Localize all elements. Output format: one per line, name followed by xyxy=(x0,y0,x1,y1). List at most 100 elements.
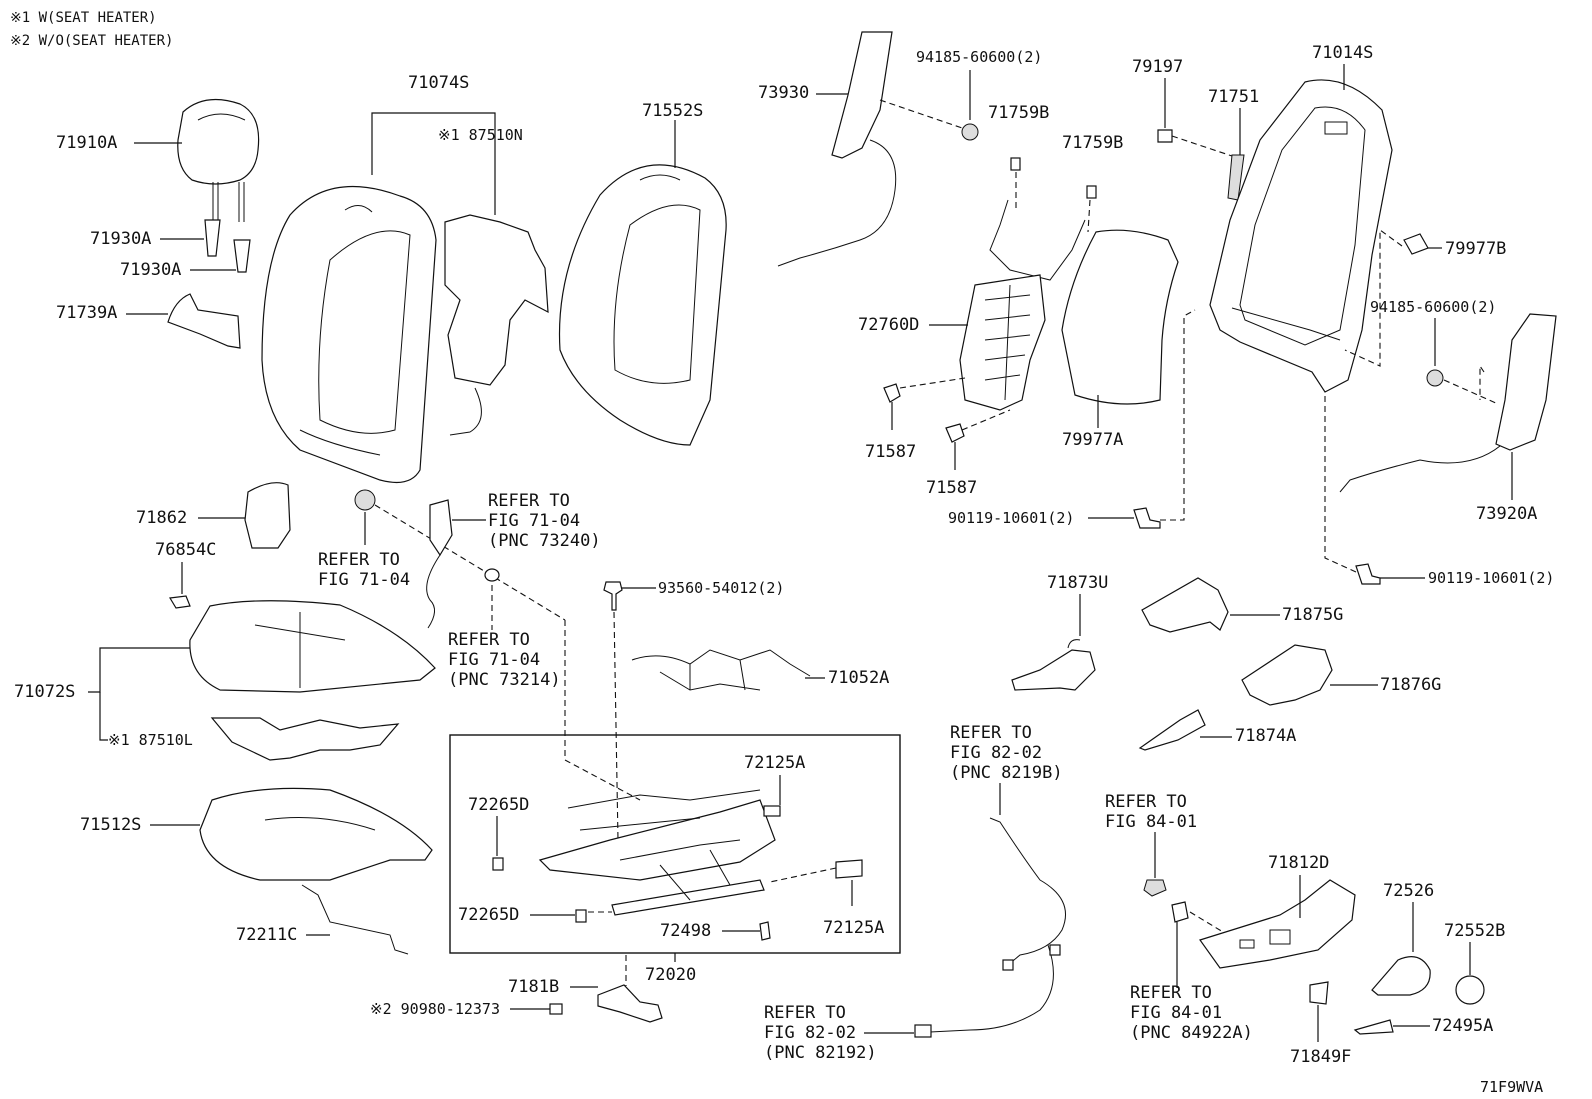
label-79977A: 79977A xyxy=(1062,430,1123,450)
label-71873U: 71873U xyxy=(1047,573,1108,593)
seat-back-pad-drawing xyxy=(1061,229,1179,405)
label-72552B: 72552B xyxy=(1444,921,1505,941)
cushion-heater-drawing xyxy=(210,717,400,761)
label-71759B-1: 71759B xyxy=(988,103,1049,123)
cushion-side-cover-drawing xyxy=(244,482,291,549)
label-87510L: ※1 87510L xyxy=(108,731,193,749)
seat-cushion-pad-drawing xyxy=(199,787,433,881)
label-87510N: ※1 87510N xyxy=(438,126,523,144)
refer-fig-82-02-pnc8219B-line3: (PNC 8219B) xyxy=(950,763,1063,783)
refer-fig-84-01-line2: FIG 84-01 xyxy=(1105,812,1197,832)
refer-fig-82-02-pnc82192-line1: REFER TO xyxy=(764,1003,846,1023)
label-71014S: 71014S xyxy=(1312,43,1373,63)
label-73930: 73930 xyxy=(758,83,809,103)
headrest-support-drawing xyxy=(204,219,251,273)
label-93560-54012: 93560-54012(2) xyxy=(658,579,784,597)
label-71875G: 71875G xyxy=(1282,605,1343,625)
seat-back-cover-2-drawing xyxy=(558,164,727,446)
label-71930A-2: 71930A xyxy=(120,260,181,280)
label-90980-12373: ※2 90980-12373 xyxy=(370,1000,500,1018)
shield-cover-drawing xyxy=(1138,709,1206,751)
label-71751: 71751 xyxy=(1208,87,1259,107)
refer-fig-71-04-pnc73214-line1: REFER TO xyxy=(448,630,530,650)
label-71910A: 71910A xyxy=(56,133,117,153)
cover-strip-drawing xyxy=(1353,1019,1394,1035)
refer-fig-71-04-line2: FIG 71-04 xyxy=(318,570,410,590)
label-71074S: 71074S xyxy=(408,73,469,93)
label-72495A: 72495A xyxy=(1432,1016,1493,1036)
seat-back-cover-drawing xyxy=(261,185,437,483)
label-90119-10601-1: 90119-10601(2) xyxy=(948,509,1074,527)
label-94185-60600-2: 94185-60600(2) xyxy=(1370,298,1496,316)
label-90119-10601-2: 90119-10601(2) xyxy=(1428,569,1554,587)
seat-wire-drawing xyxy=(301,884,409,955)
refer-fig-84-01-pnc84922A-line3: (PNC 84922A) xyxy=(1130,1023,1253,1043)
headrest-guide-drawing xyxy=(167,293,241,349)
label-94185-60600-1: 94185-60600(2) xyxy=(916,48,1042,66)
refer-fig-84-01-pnc84922A-line1: REFER TO xyxy=(1130,983,1212,1003)
refer-fig-82-02-pnc8219B-line1: REFER TO xyxy=(950,723,1032,743)
label-71849F: 71849F xyxy=(1290,1047,1351,1067)
refer-fig-84-01-line1: REFER TO xyxy=(1105,792,1187,812)
label-72020: 72020 xyxy=(645,965,696,985)
label-72526: 72526 xyxy=(1383,881,1434,901)
seat-trim-cover-drawing xyxy=(1011,639,1096,691)
bracket-cover-drawing xyxy=(1309,981,1329,1005)
label-72265D-1: 72265D xyxy=(468,795,529,815)
seat-bracket-drawing xyxy=(597,984,663,1023)
belt-buckle-drawing xyxy=(426,499,453,629)
refer-fig-71-04-pnc73240-line2: FIG 71-04 xyxy=(488,511,580,531)
refer-fig-82-02-pnc82192-line3: (PNC 82192) xyxy=(764,1043,877,1063)
refer-fig-71-04-pnc73214-line3: (PNC 73214) xyxy=(448,670,561,690)
label-71052A: 71052A xyxy=(828,668,889,688)
refer-fig-71-04-line1: REFER TO xyxy=(318,550,400,570)
label-71512S: 71512S xyxy=(80,815,141,835)
label-79977B: 79977B xyxy=(1445,239,1506,259)
label-71874A: 71874A xyxy=(1235,726,1296,746)
refer-fig-82-02-pnc8219B-line2: FIG 82-02 xyxy=(950,743,1042,763)
label-73920A: 73920A xyxy=(1476,504,1537,524)
side-airbag-drawing xyxy=(777,31,897,267)
label-71759B-2: 71759B xyxy=(1062,133,1123,153)
recliner-knob-drawing xyxy=(1371,956,1431,996)
knob-cap-drawing xyxy=(1455,975,1485,1005)
label-72211C: 72211C xyxy=(236,925,297,945)
seat-back-heater-drawing xyxy=(444,214,549,436)
label-71552S: 71552S xyxy=(642,101,703,121)
wire-harness-drawing xyxy=(631,649,811,691)
label-72760D: 72760D xyxy=(858,315,919,335)
label-71739A: 71739A xyxy=(56,303,117,323)
label-72125A-2: 72125A xyxy=(823,918,884,938)
refer-fig-82-02-pnc82192-line2: FIG 82-02 xyxy=(764,1023,856,1043)
seat-track-drawing xyxy=(538,789,776,916)
side-airbag-2-drawing xyxy=(1339,313,1557,493)
figure-code: 71F9WVA xyxy=(1480,1078,1543,1096)
label-79197: 79197 xyxy=(1132,57,1183,77)
label-72125A-1: 72125A xyxy=(744,753,805,773)
refer-fig-71-04-pnc73214-line2: FIG 71-04 xyxy=(448,650,540,670)
cushion-shield-inner-drawing xyxy=(1241,644,1333,706)
seat-cushion-cover-drawing xyxy=(189,600,436,693)
note-without-seat-heater: ※2 W/O(SEAT HEATER) xyxy=(10,33,173,49)
seat-side-shield-drawing xyxy=(1199,879,1356,969)
label-72265D-2: 72265D xyxy=(458,905,519,925)
label-71930A-1: 71930A xyxy=(90,229,151,249)
label-71862: 71862 xyxy=(136,508,187,528)
label-7181B: 7181B xyxy=(508,977,559,997)
refer-fig-84-01-pnc84922A-line2: FIG 84-01 xyxy=(1130,1003,1222,1023)
label-76854C: 76854C xyxy=(155,540,216,560)
label-71812D: 71812D xyxy=(1268,853,1329,873)
headrest-drawing xyxy=(177,98,260,222)
label-71072S: 71072S xyxy=(14,682,75,702)
label-71587-2: 71587 xyxy=(926,478,977,498)
seat-back-spring-drawing xyxy=(959,199,1086,411)
cushion-shield-drawing xyxy=(1141,577,1229,633)
seat-back-frame-drawing xyxy=(1209,79,1393,393)
refer-fig-71-04-pnc73240-line3: (PNC 73240) xyxy=(488,531,601,551)
label-71587-1: 71587 xyxy=(865,442,916,462)
label-71876G: 71876G xyxy=(1380,675,1441,695)
label-72498: 72498 xyxy=(660,921,711,941)
note-seat-heater: ※1 W(SEAT HEATER) xyxy=(10,10,157,26)
refer-fig-71-04-pnc73240-line1: REFER TO xyxy=(488,491,570,511)
